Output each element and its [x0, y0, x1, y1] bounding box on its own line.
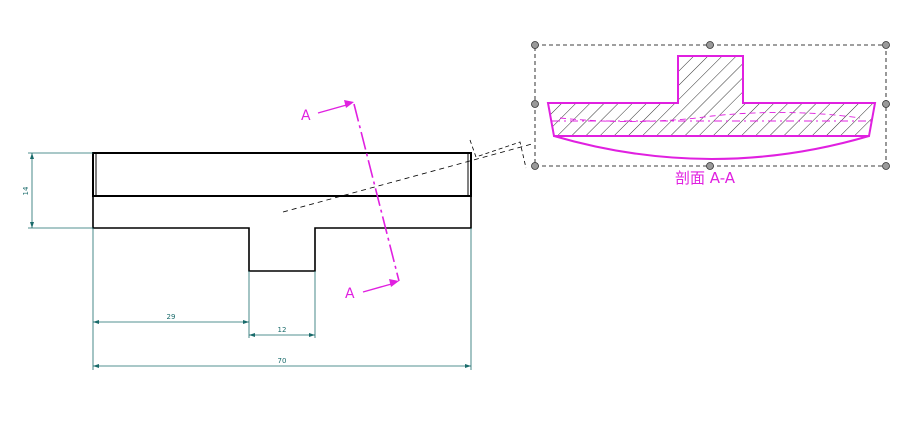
section-outline[interactable] — [546, 55, 877, 137]
dimension-total-length[interactable]: 70 — [93, 228, 472, 370]
dimension-arrow — [249, 333, 255, 337]
section-letter-bottom: A — [345, 286, 355, 302]
section-hidden-curve — [559, 111, 861, 123]
selection-handle[interactable] — [531, 100, 539, 108]
selection-handle[interactable] — [882, 100, 890, 108]
dimension-slot-width[interactable]: 12 — [249, 271, 316, 338]
dimension-height[interactable]: 14 — [22, 152, 93, 229]
section-hatch — [548, 56, 875, 136]
section-view[interactable]: 剖面 A-A — [531, 41, 890, 188]
dimension-offset[interactable]: 29 — [92, 228, 250, 370]
dimension-arrow — [93, 320, 99, 324]
leader-line — [282, 143, 533, 213]
selection-handle[interactable] — [531, 162, 539, 170]
dimension-arrow — [30, 153, 34, 159]
leader-break — [469, 139, 527, 169]
selection-handle[interactable] — [706, 41, 714, 49]
selection-handle[interactable] — [882, 41, 890, 49]
cut-arrow-top-shaft — [317, 103, 351, 114]
section-leader — [282, 139, 533, 213]
dimension-total-length-label: 70 — [278, 357, 287, 365]
section-cut-line[interactable]: A A — [301, 100, 400, 302]
cut-plane-line — [353, 103, 400, 282]
part-top-flange[interactable] — [92, 152, 472, 197]
dimension-arrow — [465, 364, 471, 368]
part-front-view[interactable] — [92, 152, 472, 272]
selection-handle[interactable] — [531, 41, 539, 49]
dimension-arrow — [243, 320, 249, 324]
selection-handle[interactable] — [882, 162, 890, 170]
dimension-arrow — [309, 333, 315, 337]
dimension-offset-label: 29 — [167, 313, 176, 321]
dimension-arrow — [93, 364, 99, 368]
cut-arrow-bottom-head — [389, 279, 399, 287]
section-lower-curve — [553, 135, 870, 160]
dimension-arrow — [30, 222, 34, 228]
dimension-height-label: 14 — [22, 186, 30, 195]
section-letter-top: A — [301, 108, 311, 124]
part-body-outline[interactable] — [92, 196, 472, 272]
dimension-slot-width-label: 12 — [278, 326, 287, 334]
cut-arrow-top-head — [344, 100, 354, 108]
selection-handle[interactable] — [706, 162, 714, 170]
section-view-caption: 剖面 A-A — [675, 169, 736, 187]
cut-arrow-bottom-shaft — [362, 282, 396, 293]
